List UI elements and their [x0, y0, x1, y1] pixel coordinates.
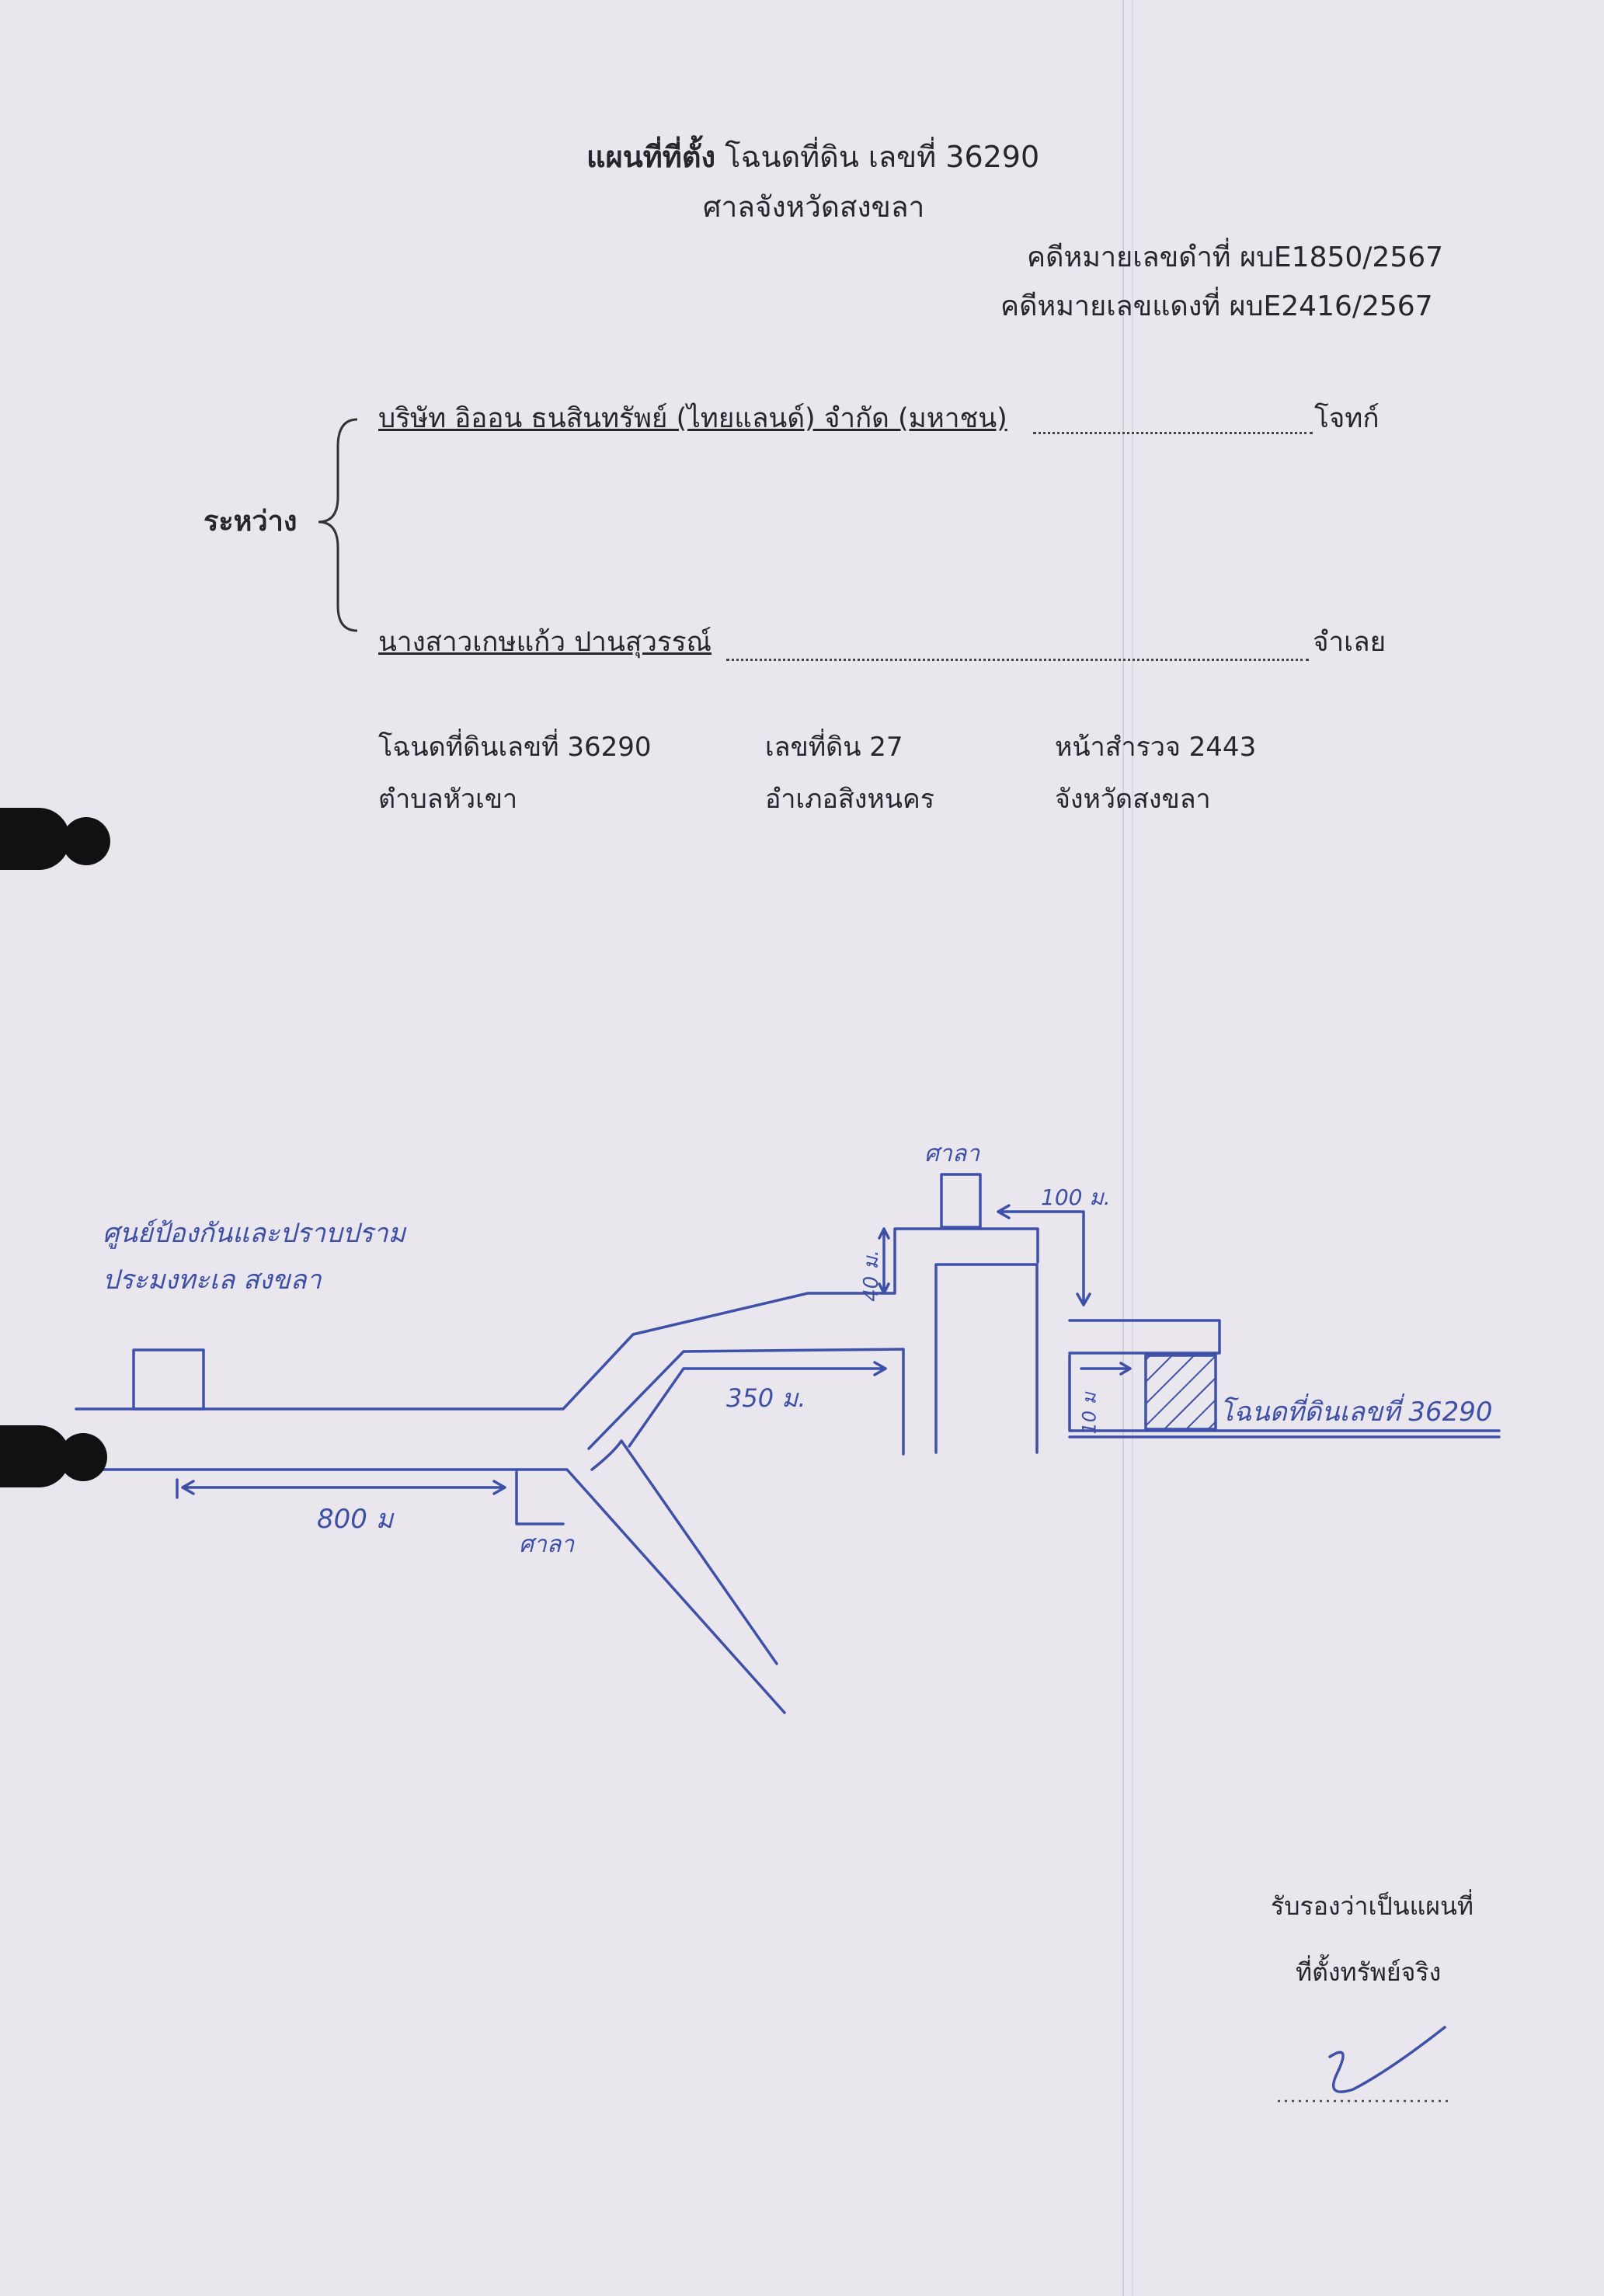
- land-number: เลขที่ดิน 27: [765, 732, 903, 763]
- road-lower-edge: [75, 1468, 786, 1714]
- distance-350: 350 ม.: [726, 1383, 806, 1413]
- dimension-arrow-350: [628, 1361, 887, 1448]
- road-lower-parcel: [1068, 1354, 1501, 1438]
- landmark-label-2: ประมงทะเล สงขลา: [103, 1265, 322, 1296]
- fold-line-shadow: [1132, 0, 1133, 2296]
- dimension-arrow-100: [997, 1204, 1091, 1306]
- parcel-hatched: [1144, 1354, 1217, 1431]
- red-case-number: คดีหมายเลขแดงที่ ผบE2416/2567: [1000, 290, 1433, 322]
- plaintiff-name: บริษัท อิออน ธนสินทรัพย์ (ไทยแลนด์) จำกั…: [378, 403, 1007, 434]
- certification-line-1: รับรองว่าเป็นแผนที่: [1271, 1891, 1474, 1921]
- pavilion-top-label: ศาลา: [924, 1140, 980, 1167]
- side-road: [934, 1263, 1039, 1454]
- distance-800: 800 ม: [317, 1504, 394, 1535]
- title-bold: แผนที่ที่ตั้ง: [586, 140, 716, 174]
- page-title: แผนที่ที่ตั้ง โฉนดที่ดิน เลขที่ 36290: [586, 140, 1039, 176]
- black-case-number: คดีหมายเลขดำที่ ผบE1850/2567: [1027, 242, 1444, 273]
- road-upper-edge: [75, 1227, 1039, 1411]
- distance-40: 40 ม.: [859, 1250, 883, 1302]
- parcel-top: [1068, 1319, 1221, 1355]
- parcel-label: โฉนดที่ดินเลขที่ 36290: [1220, 1397, 1493, 1428]
- dimension-arrow-800: [176, 1478, 506, 1499]
- province: จังหวัดสงขลา: [1055, 784, 1211, 815]
- between-label: ระหว่าง: [204, 506, 297, 537]
- landmark-label-1: ศูนย์ป้องกันและปราบปราม: [103, 1218, 406, 1249]
- plaintiff-dotted-line: [1033, 432, 1313, 434]
- edge-shadow-bottom: [0, 1425, 70, 1487]
- defendant-role: จำเลย: [1313, 627, 1387, 658]
- punch-hole-top: [62, 817, 110, 865]
- dimension-arrow-40: [878, 1227, 890, 1295]
- court-name: ศาลจังหวัดสงขลา: [703, 190, 925, 224]
- branch-road: [587, 1348, 905, 1456]
- building-left: [132, 1348, 205, 1411]
- distance-10: 10 ม: [1078, 1392, 1101, 1435]
- pavilion-bottom-label: ศาลา: [519, 1531, 575, 1558]
- survey-page: หน้าสำรวจ 2443: [1055, 732, 1257, 763]
- certification-line-2: ที่ตั้งทรัพย์จริง: [1296, 1957, 1442, 1987]
- subdistrict: ตำบลหัวเขา: [378, 784, 518, 815]
- defendant-dotted-line: [726, 659, 1309, 661]
- distance-100: 100 ม.: [1041, 1185, 1111, 1210]
- branch-road-inner: [590, 1439, 778, 1665]
- deed-number: โฉนดที่ดินเลขที่ 36290: [378, 732, 652, 763]
- signature: [1328, 2026, 1446, 2093]
- pavilion-top: [940, 1173, 982, 1229]
- defendant-name: นางสาวเกษแก้ว ปานสุวรรณ์: [378, 627, 712, 658]
- dimension-arrow-10: [1080, 1362, 1132, 1376]
- pavilion-bottom: [515, 1470, 565, 1525]
- district: อำเภอสิงหนคร: [765, 784, 934, 815]
- title-rest: โฉนดที่ดิน เลขที่ 36290: [725, 140, 1040, 174]
- plaintiff-role: โจทก์: [1314, 403, 1380, 434]
- fold-line: [1122, 0, 1124, 2296]
- edge-shadow-top: [0, 808, 70, 870]
